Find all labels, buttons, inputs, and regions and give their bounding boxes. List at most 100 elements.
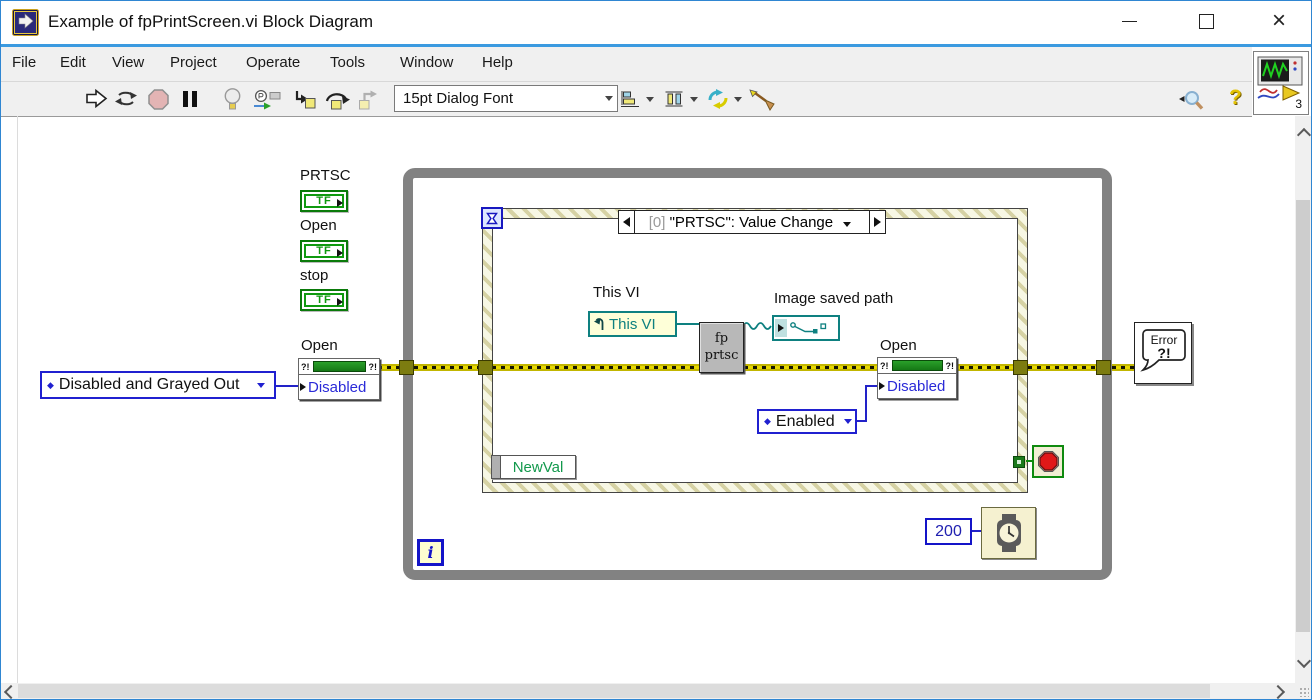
vertical-scroll-thumb[interactable] <box>1296 200 1310 632</box>
canvas-origin-line <box>17 116 18 683</box>
boolean-terminal-open[interactable]: TF <box>300 240 348 262</box>
scroll-left-icon[interactable] <box>4 685 18 699</box>
align-objects-button[interactable] <box>618 89 658 109</box>
retain-wire-values-button[interactable] <box>253 89 282 110</box>
cleanup-diagram-button[interactable] <box>748 87 776 112</box>
enum-selector-icon: ◆ <box>764 416 771 427</box>
menu-edit[interactable]: Edit <box>60 54 86 71</box>
loop-tunnel-left[interactable] <box>399 360 414 375</box>
menu-project[interactable]: Project <box>170 54 217 71</box>
horizontal-scroll-thumb[interactable] <box>18 684 1210 698</box>
scroll-up-icon[interactable] <box>1297 128 1311 142</box>
search-button[interactable] <box>1178 88 1206 112</box>
error-wire[interactable] <box>1028 364 1097 371</box>
indicator-arrow-icon <box>775 319 787 337</box>
menu-file[interactable]: File <box>12 54 36 71</box>
close-button[interactable]: × <box>1256 0 1302 42</box>
light-bulb-icon <box>222 87 243 112</box>
previous-case-button[interactable] <box>619 211 635 233</box>
minimize-button[interactable] <box>1106 0 1152 42</box>
distribute-objects-icon <box>662 89 686 109</box>
vi-icon: 3 <box>1257 56 1305 110</box>
step-into-icon <box>293 89 318 111</box>
next-case-button[interactable] <box>869 211 885 233</box>
input-arrow-icon <box>879 382 885 390</box>
event-tunnel-right[interactable] <box>1013 360 1028 375</box>
property-node-open-inner[interactable]: ?! ?! Disabled <box>877 357 957 399</box>
input-arrow-icon <box>300 383 306 391</box>
scroll-right-icon[interactable] <box>1271 685 1285 699</box>
vi-ref-label: This VI <box>593 284 640 301</box>
help-button[interactable]: ? <box>1229 86 1242 110</box>
chevron-down-icon <box>257 383 265 388</box>
property-row-disabled[interactable]: Disabled <box>878 374 956 398</box>
enum-wire-inner[interactable] <box>865 386 867 422</box>
wristwatch-icon <box>991 513 1027 553</box>
event-structure[interactable] <box>482 208 1028 493</box>
this-vi-reference[interactable]: This VI <box>588 311 677 337</box>
distribute-objects-button[interactable] <box>662 89 702 109</box>
run-button[interactable] <box>85 89 109 108</box>
abort-button[interactable] <box>147 88 170 111</box>
loop-tunnel-right[interactable] <box>1096 360 1111 375</box>
enum-wire[interactable] <box>274 385 300 387</box>
iteration-label: i <box>427 543 433 562</box>
loop-iteration-terminal[interactable]: i <box>417 539 444 566</box>
enum-constant-disabled-grayed[interactable]: ◆ Disabled and Grayed Out <box>40 371 276 399</box>
loop-condition-terminal[interactable] <box>1032 445 1064 478</box>
error-punct: ?! <box>1157 345 1170 361</box>
pause-button[interactable] <box>183 91 197 107</box>
run-icon <box>85 89 109 108</box>
chevron-down-icon <box>734 97 742 102</box>
menu-tools[interactable]: Tools <box>330 54 365 71</box>
boolean-terminal-stop[interactable]: TF <box>300 289 348 311</box>
highlight-execution-button[interactable] <box>222 87 243 112</box>
event-tunnel-left[interactable] <box>478 360 493 375</box>
error-in-marker: ?! <box>880 361 889 371</box>
terminal-label: Open <box>300 217 337 234</box>
maximize-button[interactable] <box>1183 0 1229 42</box>
fp-printscreen-subvi[interactable]: fp prtsc <box>699 322 744 373</box>
error-wire[interactable] <box>414 364 481 371</box>
run-continuous-button[interactable] <box>114 88 139 109</box>
terminal-label: stop <box>300 267 328 284</box>
horizontal-scrollbar[interactable] <box>1 683 1295 699</box>
vi-icon-button[interactable]: 3 <box>1253 51 1309 115</box>
error-out-marker: ?! <box>369 362 378 372</box>
step-over-button[interactable] <box>324 88 352 111</box>
event-data-node[interactable]: NewVal <box>491 455 576 479</box>
font-selector-value: 15pt Dialog Font <box>395 90 601 107</box>
menu-view[interactable]: View <box>112 54 144 71</box>
error-wire[interactable] <box>1112 364 1136 371</box>
event-tunnel-stop[interactable] <box>1013 456 1025 468</box>
path-wire[interactable] <box>742 318 774 332</box>
scroll-down-icon[interactable] <box>1297 654 1311 668</box>
image-saved-path-indicator[interactable] <box>772 315 840 341</box>
wait-ms-constant[interactable]: 200 <box>925 518 972 545</box>
simple-error-handler-vi[interactable]: Error ?! <box>1134 322 1192 384</box>
vi-ref-wire[interactable] <box>675 323 701 325</box>
boolean-class-bar <box>892 360 943 371</box>
step-out-icon <box>357 89 381 111</box>
chevron-down-icon <box>690 97 698 102</box>
vertical-scrollbar[interactable] <box>1295 116 1311 683</box>
font-selector[interactable]: 15pt Dialog Font <box>394 85 618 112</box>
case-index: [0] <box>649 214 666 231</box>
error-in-marker: ?! <box>301 362 310 372</box>
step-out-button[interactable] <box>357 89 381 111</box>
menu-help[interactable]: Help <box>482 54 513 71</box>
menu-window[interactable]: Window <box>400 54 453 71</box>
step-into-button[interactable] <box>293 89 318 111</box>
event-timeout-terminal[interactable] <box>481 207 503 229</box>
resize-grip[interactable] <box>1295 683 1311 699</box>
boolean-terminal-prtsc[interactable]: TF <box>300 190 348 212</box>
event-structure-inner <box>492 218 1018 483</box>
property-node-open-left[interactable]: ?! ?! Disabled <box>298 358 380 400</box>
wait-ms-function[interactable] <box>981 507 1036 559</box>
align-objects-icon <box>618 89 642 109</box>
resize-objects-button[interactable] <box>706 88 746 110</box>
enum-constant-enabled[interactable]: ◆ Enabled <box>757 409 857 434</box>
property-row-disabled[interactable]: Disabled <box>299 375 379 399</box>
event-case-selector[interactable]: [0] "PRTSC": Value Change <box>618 210 886 234</box>
menu-operate[interactable]: Operate <box>246 54 300 71</box>
